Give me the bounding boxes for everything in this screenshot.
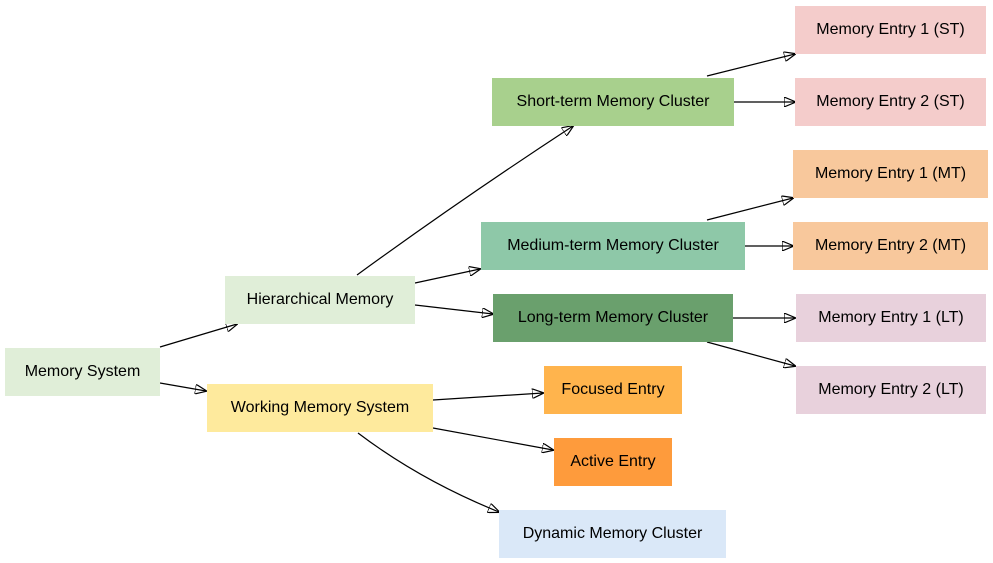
edge-hierarchical-memory-to-long-term-cluster (414, 304, 493, 314)
node-working-memory-system: Working Memory System (207, 384, 433, 432)
node-mt-entry-1: Memory Entry 1 (MT) (793, 150, 988, 198)
node-dynamic-cluster: Dynamic Memory Cluster (499, 510, 726, 558)
node-lt-entry-2: Memory Entry 2 (LT) (796, 366, 986, 414)
edge-memory-system-to-working-memory-system (159, 382, 206, 391)
node-hierarchical-memory: Hierarchical Memory (225, 276, 415, 324)
node-st-entry-1: Memory Entry 1 (ST) (795, 6, 986, 54)
node-medium-term-cluster: Medium-term Memory Cluster (481, 222, 745, 270)
edge-working-memory-system-to-focused-entry (432, 393, 543, 401)
node-memory-system: Memory System (5, 348, 160, 396)
edge-working-memory-system-to-active-entry (432, 427, 553, 450)
node-focused-entry: Focused Entry (544, 366, 682, 414)
node-mt-entry-2: Memory Entry 2 (MT) (793, 222, 988, 270)
edge-hierarchical-memory-to-medium-term-cluster (414, 269, 480, 284)
edge-medium-term-cluster-to-mt-entry-1 (706, 198, 793, 221)
edge-long-term-cluster-to-lt-entry-2 (706, 341, 795, 366)
node-short-term-cluster: Short-term Memory Cluster (492, 78, 734, 126)
node-st-entry-2: Memory Entry 2 (ST) (795, 78, 986, 126)
edge-working-memory-system-to-dynamic-cluster (357, 432, 499, 512)
node-active-entry: Active Entry (554, 438, 672, 486)
edge-memory-system-to-hierarchical-memory (159, 324, 237, 348)
edge-hierarchical-memory-to-short-term-cluster (356, 126, 573, 276)
edge-short-term-cluster-to-st-entry-1 (706, 54, 795, 77)
node-lt-entry-1: Memory Entry 1 (LT) (796, 294, 986, 342)
node-long-term-cluster: Long-term Memory Cluster (493, 294, 733, 342)
